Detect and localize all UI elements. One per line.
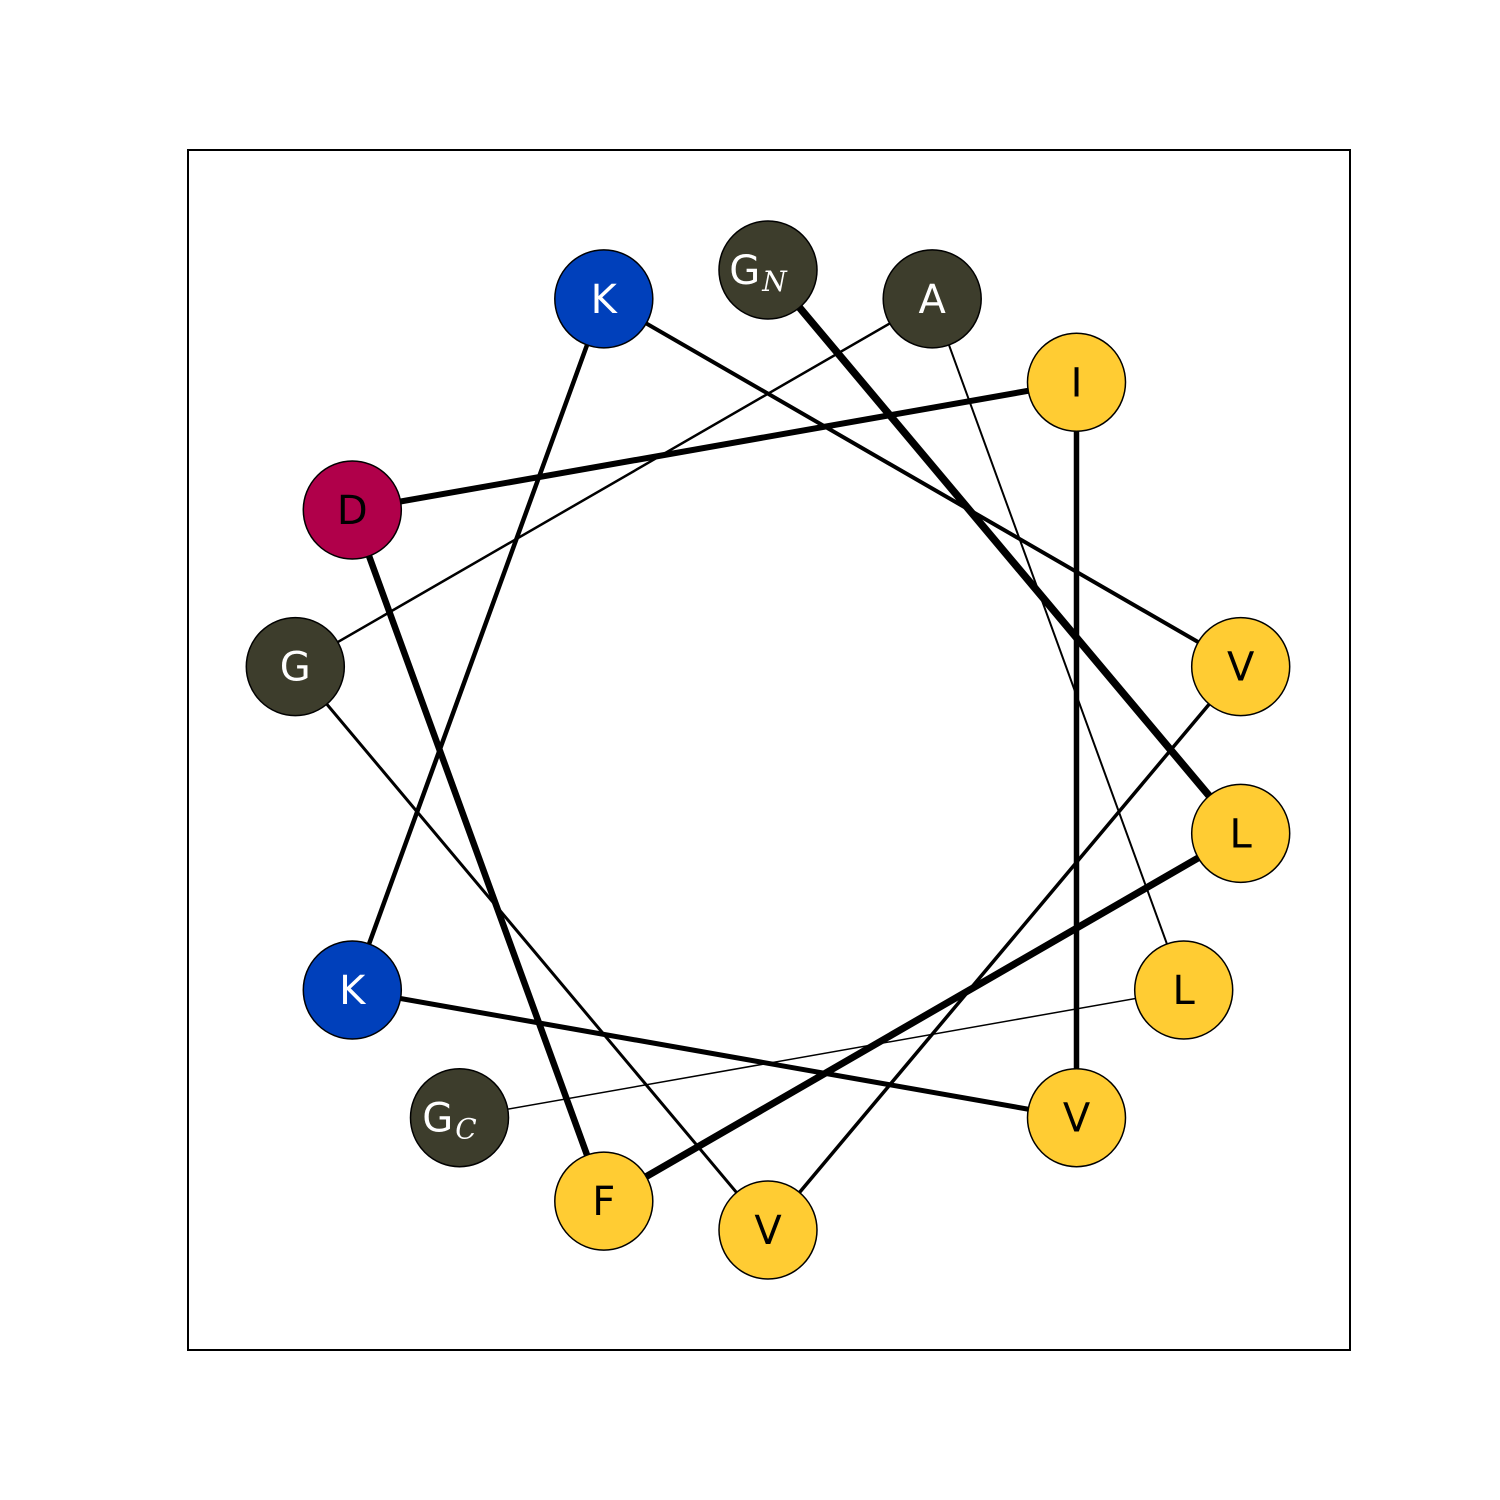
residue-circle [718,220,818,320]
residue-circle [554,1151,654,1251]
residue-letter: A [919,277,947,323]
bond-line [766,665,1243,1232]
residue-label: L [1230,811,1253,857]
residue-letter: F [592,1179,615,1225]
bond-line [931,298,1185,991]
residue-letter: L [1173,968,1196,1014]
residue-letter: V [1063,1096,1091,1142]
residue-circle [1026,332,1127,433]
bond-line [294,297,933,668]
residue-letter: V [1227,645,1255,691]
residue-label: V [1063,1096,1091,1142]
residue-node: V [718,1180,818,1280]
bond-line [459,989,1184,1119]
residue-node: L [1190,783,1291,884]
residue-node: V [1026,1067,1127,1168]
residue-letter: G [280,645,311,691]
residue-node: GC [409,1067,510,1168]
residue-terminus-subscript: N [761,265,788,298]
residue-circle [302,460,403,560]
residue-letter: G [422,1096,453,1142]
residue-letter: G [729,248,760,294]
residue-circle [718,1180,818,1280]
residue-node: G [245,616,346,717]
residue-label: V [754,1208,782,1254]
residue-circle [882,249,982,349]
residue-node: K [302,940,403,1040]
residue-letter: I [1071,360,1083,406]
residue-label: V [1227,645,1255,691]
residue-label: GC [422,1096,476,1146]
residue-label: G [280,645,311,691]
bond-line [351,379,1078,513]
bond-line [765,267,1244,836]
plot-frame [187,149,1351,1351]
residue-node: A [882,249,982,349]
residue-letter: V [754,1208,782,1254]
residue-circle [554,249,654,349]
bond-line [602,830,1243,1205]
residue-circle [1190,616,1291,717]
residue-label: K [339,968,367,1014]
residue-circle [245,616,346,717]
residue-label: I [1071,360,1083,406]
residue-label: L [1173,968,1196,1014]
residue-letter: D [337,488,368,534]
residue-letter: K [591,277,619,323]
residue-node: F [554,1151,654,1251]
residue-label: K [591,277,619,323]
residue-terminus-subscript: C [455,1112,476,1145]
residue-circle [1026,1067,1127,1168]
residue-circle [1133,940,1234,1040]
bond-line [294,665,770,1231]
residue-node: GN [718,220,818,320]
bond-line [351,987,1077,1121]
residue-circle [409,1067,510,1168]
residue-letter: K [339,968,367,1014]
bond-line [349,508,607,1203]
bond-line [350,298,606,991]
residue-node: K [554,249,654,349]
residue-node: D [302,460,403,560]
residue-label: D [337,488,368,534]
residue-label: F [592,1179,615,1225]
residue-label: A [919,277,947,323]
residue-circle [1190,783,1291,884]
residue-node: L [1133,940,1234,1040]
residue-node: V [1190,616,1291,717]
residue-node: I [1026,332,1127,433]
bond-line [602,297,1242,669]
residue-label: GN [729,248,788,298]
bond-lines [294,267,1244,1232]
residue-circle [302,940,403,1040]
residue-letter: L [1230,811,1253,857]
